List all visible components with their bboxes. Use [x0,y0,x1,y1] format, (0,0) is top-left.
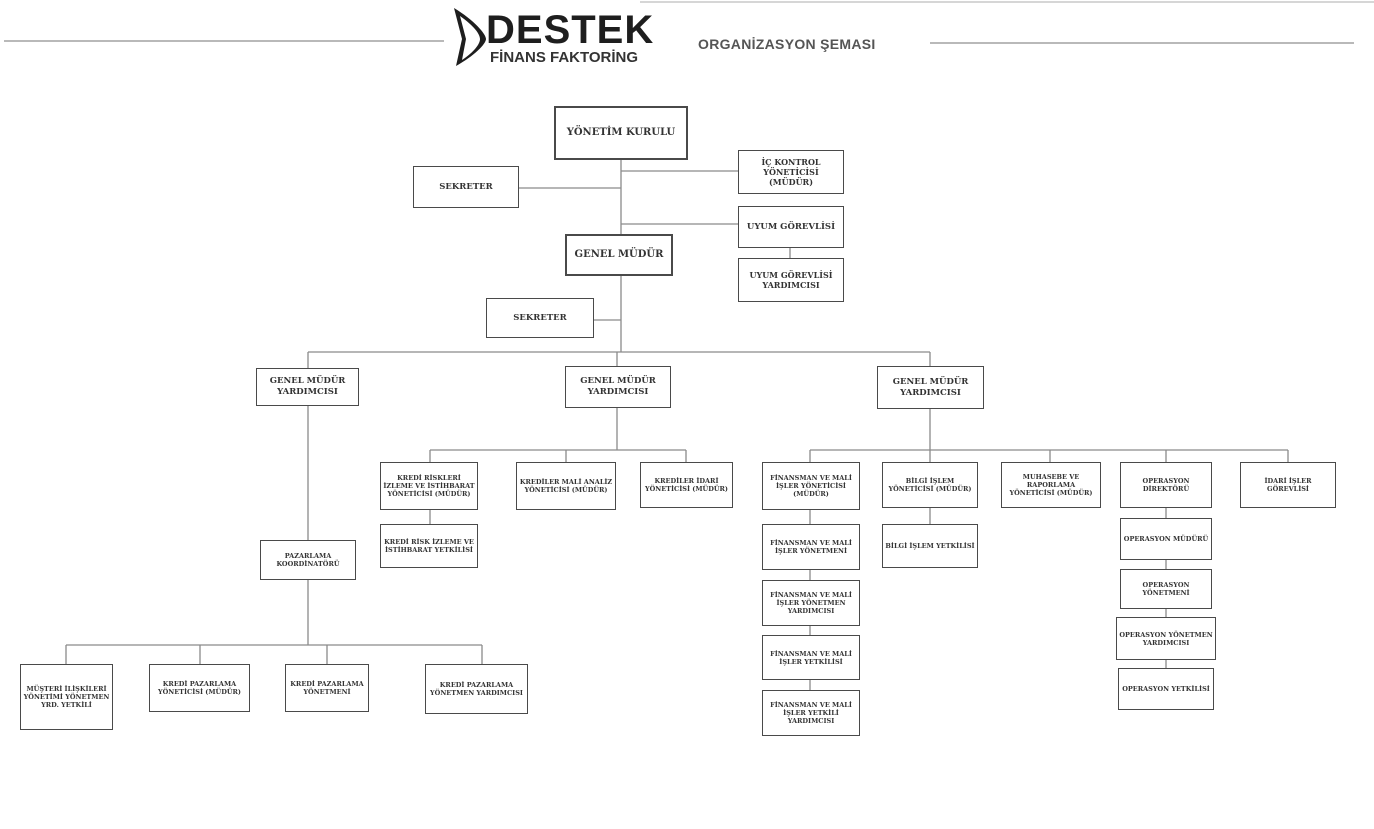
node-accounting-manager: MUHASEBE VE RAPORLAMA YÖNETİCİSİ (MÜDÜR) [1001,462,1101,508]
header-rule-right [930,42,1354,44]
destek-logo-icon [454,8,486,66]
node-marketing-2: KREDİ PAZARLAMA YÖNETİCİSİ (MÜDÜR) [149,664,250,712]
node-marketing-3: KREDİ PAZARLAMA YÖNETMENİ [285,664,369,712]
brand-name: DESTEK [486,8,655,52]
node-board: YÖNETİM KURULU [554,106,688,160]
node-credit-admin: KREDİLER İDARİ YÖNETİCİSİ (MÜDÜR) [640,462,733,508]
node-compliance-assistant: UYUM GÖREVLİSİ YARDIMCISI [738,258,844,302]
node-operations-director-2: OPERASYON YÖNETMENİ [1120,569,1212,609]
node-agm-left: GENEL MÜDÜR YARDIMCISI [256,368,359,406]
node-it-manager: BİLGİ İŞLEM YÖNETİCİSİ (MÜDÜR) [882,462,978,508]
node-secretary-gm: SEKRETER [486,298,594,338]
node-finance-director-asst: FİNANSMAN VE MALİ İŞLER YÖNETMEN YARDIMC… [762,580,860,626]
node-operations-officer: OPERASYON YETKİLİSİ [1118,668,1214,710]
node-secretary-board: SEKRETER [413,166,519,208]
node-finance-manager: FİNANSMAN VE MALİ İŞLER YÖNETİCİSİ (MÜDÜ… [762,462,860,510]
page-title: ORGANİZASYON ŞEMASI [698,36,876,52]
node-operations-director: OPERASYON DİREKTÖRÜ [1120,462,1212,508]
header-rule-left [4,40,444,42]
node-finance-director: FİNANSMAN VE MALİ İŞLER YÖNETMENİ [762,524,860,570]
brand-subtitle: FİNANS FAKTORİNG [490,49,639,66]
node-internal-control: İÇ KONTROL YÖNETİCİSİ (MÜDÜR) [738,150,844,194]
node-marketing-coordinator: PAZARLAMA KOORDİNATÖRÜ [260,540,356,580]
node-operations-manager: OPERASYON MÜDÜRÜ [1120,518,1212,560]
node-it-officer: BİLGİ İŞLEM YETKİLİSİ [882,524,978,568]
node-finance-officer: FİNANSMAN VE MALİ İŞLER YETKİLİSİ [762,635,860,680]
node-marketing-1: MÜŞTERİ İLİŞKİLERİ YÖNETİMİ YÖNETMEN YRD… [20,664,113,730]
node-compliance-officer: UYUM GÖREVLİSİ [738,206,844,248]
node-agm-right: GENEL MÜDÜR YARDIMCISI [877,366,984,409]
node-credit-financial-analysis: KREDİLER MALİ ANALİZ YÖNETİCİSİ (MÜDÜR) [516,462,616,510]
node-credit-risk-officer: KREDİ RİSK İZLEME VE İSTİHBARAT YETKİLİS… [380,524,478,568]
node-finance-officer-asst: FİNANSMAN VE MALİ İŞLER YETKİLİ YARDIMCI… [762,690,860,736]
node-credit-risk-manager: KREDİ RİSKLERİ İZLEME VE İSTİHBARAT YÖNE… [380,462,478,510]
top-edge-rule [640,1,1374,3]
node-operations-director-asst: OPERASYON YÖNETMEN YARDIMCISI [1116,617,1216,660]
node-general-manager: GENEL MÜDÜR [565,234,673,276]
node-agm-center: GENEL MÜDÜR YARDIMCISI [565,366,671,408]
node-marketing-4: KREDİ PAZARLAMA YÖNETMEN YARDIMCISI [425,664,528,714]
node-admin-affairs: İDARİ İŞLER GÖREVLİSİ [1240,462,1336,508]
